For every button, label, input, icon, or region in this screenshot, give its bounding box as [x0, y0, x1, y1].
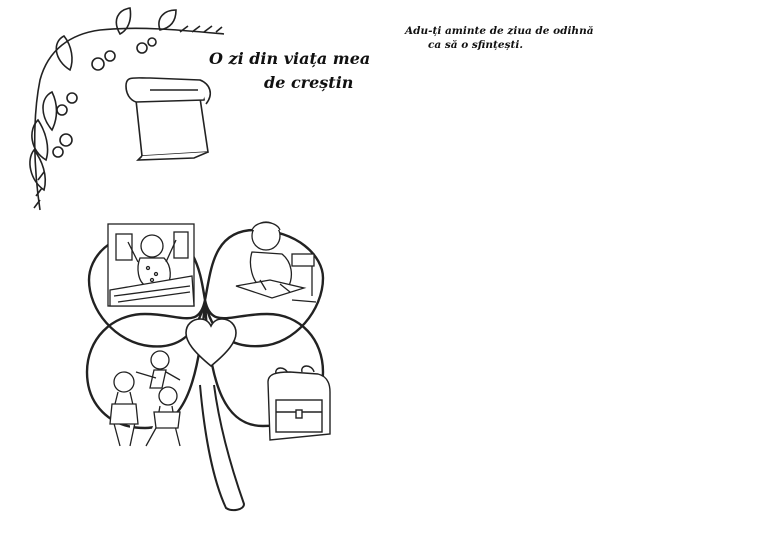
children-playing-icon	[109, 350, 181, 447]
page-title-line1: O zi din viața mea	[209, 49, 371, 68]
school-backpack-icon	[267, 365, 331, 441]
commandment-note-line2: ca să o sfințești.	[428, 39, 523, 51]
page-title-line2: de creștin	[264, 73, 354, 92]
boy-writing-icon	[235, 221, 317, 303]
calendar-icon	[125, 77, 212, 161]
left-clover-stem	[199, 384, 246, 512]
heart-icon	[185, 318, 237, 368]
commandment-note-line1: Adu-ți aminte de ziua de odihnă	[405, 25, 594, 37]
vine-decoration	[29, 7, 225, 211]
child-waking-icon	[107, 223, 195, 307]
